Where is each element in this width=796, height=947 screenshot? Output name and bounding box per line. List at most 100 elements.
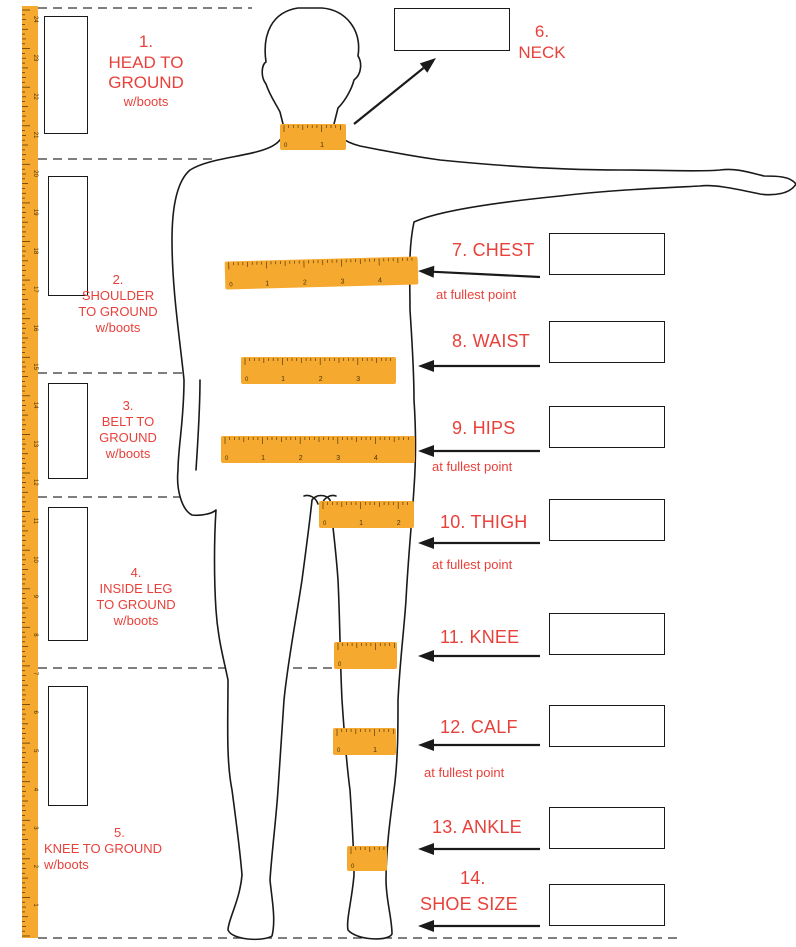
- tape-number: 2: [299, 455, 303, 462]
- input-box-belt-to-ground[interactable]: [48, 383, 88, 479]
- tape-number: 2: [319, 376, 323, 383]
- arrow-shaft: [434, 272, 540, 277]
- arrow-head: [418, 445, 434, 457]
- input-box-hips[interactable]: [549, 406, 665, 448]
- tape-knee: 0: [334, 642, 397, 669]
- tape-body: [225, 256, 419, 289]
- arrow-head: [418, 920, 434, 932]
- ruler-number: 14: [32, 402, 38, 409]
- ruler-number: 19: [32, 209, 38, 216]
- ruler-number: 18: [32, 248, 38, 255]
- label-knee-to-ground: 5. KNEE TO GROUND w/boots: [44, 825, 194, 873]
- input-box-shoe-size[interactable]: [549, 884, 665, 926]
- arrow-waist: [418, 360, 540, 372]
- input-box-knee[interactable]: [549, 613, 665, 655]
- label-shoe-size: SHOE SIZE: [420, 894, 518, 915]
- tape-number: 4: [374, 455, 378, 462]
- label-sub: w/boots: [44, 857, 194, 873]
- tape-number: 3: [340, 278, 344, 285]
- label-belt-to-ground: 3. BELT TO GROUND w/boots: [88, 398, 168, 461]
- label-sub: w/boots: [70, 320, 166, 336]
- input-box-thigh[interactable]: [549, 499, 665, 541]
- label-number: 4.: [88, 565, 184, 581]
- label-line: BELT TO: [88, 414, 168, 430]
- tape-body: [333, 728, 396, 755]
- ruler-number: 22: [32, 93, 38, 100]
- label-knee: 11. KNEE: [440, 627, 519, 648]
- label-shoulder-to-ground: 2. SHOULDER TO GROUND w/boots: [70, 272, 166, 335]
- label-calf: 12. CALF: [440, 717, 518, 738]
- label-line: HEAD TO: [92, 53, 200, 74]
- label-number: 1.: [92, 32, 200, 53]
- label-line: GROUND: [88, 430, 168, 446]
- tape-number: 2: [303, 279, 307, 286]
- label-inside-leg: 4. INSIDE LEG TO GROUND w/boots: [88, 565, 184, 628]
- arrow-ankle: [418, 843, 540, 855]
- label-line: NECK: [510, 43, 574, 64]
- input-box-inside-leg[interactable]: [48, 507, 88, 641]
- tape-number: 1: [265, 280, 269, 287]
- label-sub: w/boots: [88, 446, 168, 462]
- label-thigh: 10. THIGH: [440, 512, 528, 533]
- label-hips: 9. HIPS: [452, 418, 515, 439]
- label-sub: w/boots: [92, 94, 200, 110]
- input-box-neck[interactable]: [394, 8, 510, 51]
- arrow-head: [420, 58, 436, 73]
- tape-number: 3: [356, 376, 360, 383]
- label-chest-sub: at fullest point: [436, 287, 516, 302]
- ruler-number: 17: [32, 286, 38, 293]
- label-ankle: 13. ANKLE: [432, 817, 522, 838]
- tape-body: [221, 436, 415, 463]
- ruler-number: 12: [32, 479, 38, 486]
- tape-number: 1: [320, 142, 324, 149]
- arrow-head: [418, 266, 434, 278]
- label-number: 6.: [510, 22, 574, 43]
- tape-number: 1: [281, 376, 285, 383]
- ruler-number: 20: [32, 170, 38, 177]
- label-line: KNEE TO GROUND: [44, 841, 194, 857]
- label-number: 2.: [70, 272, 166, 288]
- arrow-calf: [418, 739, 540, 751]
- label-shoe-number: 14.: [460, 868, 486, 889]
- input-box-calf[interactable]: [549, 705, 665, 747]
- label-line: TO GROUND: [88, 597, 184, 613]
- label-sub: w/boots: [88, 613, 184, 629]
- input-box-chest[interactable]: [549, 233, 665, 275]
- arrow-shoe: [418, 920, 540, 932]
- label-line: INSIDE LEG: [88, 581, 184, 597]
- input-box-ankle[interactable]: [549, 807, 665, 849]
- tape-number: 1: [373, 747, 377, 754]
- label-line: TO GROUND: [70, 304, 166, 320]
- arrow-head: [418, 650, 434, 662]
- input-box-head-to-ground[interactable]: [44, 16, 88, 134]
- arrow-thigh: [418, 537, 540, 549]
- arrow-head: [418, 843, 434, 855]
- label-number: 5.: [44, 825, 194, 841]
- arrow-knee: [418, 650, 540, 662]
- ruler-number: 16: [32, 325, 38, 332]
- label-thigh-sub: at fullest point: [432, 557, 512, 572]
- label-head-to-ground: 1. HEAD TO GROUND w/boots: [92, 32, 200, 110]
- tape-number: 1: [359, 520, 363, 527]
- ruler-number: 15: [32, 363, 38, 370]
- input-box-knee-to-ground[interactable]: [48, 686, 88, 806]
- arrow-shaft: [354, 68, 424, 124]
- ruler-number: 10: [32, 556, 38, 563]
- label-neck: 6. NECK: [510, 22, 574, 63]
- arrow-head: [418, 739, 434, 751]
- ruler-number: 24: [32, 16, 38, 23]
- arrow-hips: [418, 445, 540, 457]
- tape-ankle: 0: [347, 846, 387, 871]
- tape-number: 4: [378, 277, 382, 284]
- tape-number: 2: [397, 520, 401, 527]
- label-hips-sub: at fullest point: [432, 459, 512, 474]
- arrow-head: [418, 537, 434, 549]
- input-box-waist[interactable]: [549, 321, 665, 363]
- tape-body: [280, 124, 346, 150]
